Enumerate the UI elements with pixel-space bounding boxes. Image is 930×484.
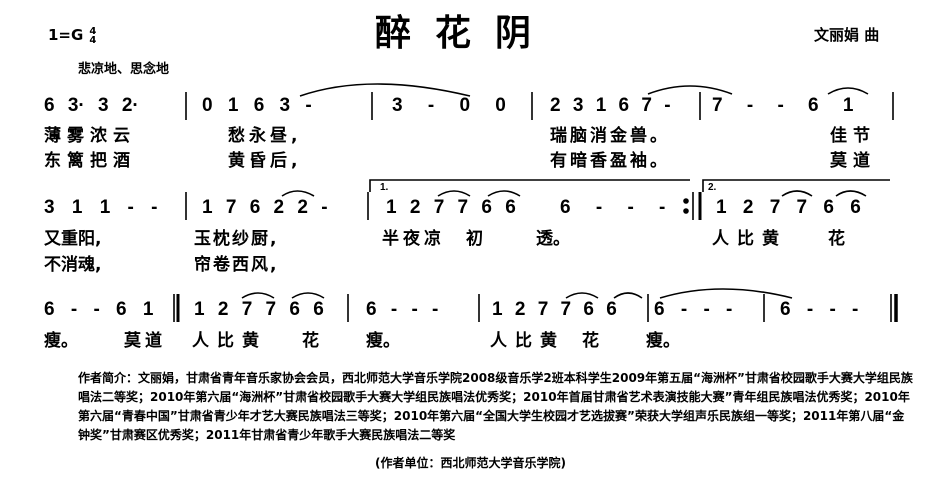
lyric-row2-g: 花 <box>828 229 845 249</box>
svg-text:1.: 1. <box>380 182 389 193</box>
lyric-row2-h: 不消魂, <box>44 255 102 275</box>
measure-9: 6 - - - <box>560 197 666 218</box>
lyric-row2-f: 人比黄 <box>712 229 787 249</box>
lyric-row3-d: 花 <box>302 331 319 351</box>
measure-1: 6 3· 3 2· <box>44 95 139 116</box>
svg-text:2.: 2. <box>708 182 717 193</box>
lyric-row2-i: 帘卷西风, <box>194 255 279 275</box>
key-label: 1=G <box>48 26 84 44</box>
lyric-line1-a: 薄雾浓云 <box>44 126 136 146</box>
lyric-row3-a: 瘦。 <box>44 331 78 351</box>
lyric-line2-a: 东篱把酒 <box>44 151 136 171</box>
lyric-row3-h: 瘦。 <box>646 331 680 351</box>
lyric-row3-f: 人比黄 <box>490 331 565 351</box>
measure-14: 1 2 7 7 6 6 <box>492 299 617 320</box>
lyric-row2-a: 又重阳, <box>44 229 102 249</box>
lyric-line2-c: 有暗香盈袖。 <box>550 151 670 171</box>
measure-4: 2 3 1 6 7 - <box>550 95 671 116</box>
lyric-row3-g: 花 <box>582 331 599 351</box>
measure-2: 0 1 6 3 - <box>202 95 312 116</box>
lyric-line2-d: 莫道 <box>830 151 876 171</box>
lyric-row3-c: 人比黄 <box>192 331 267 351</box>
lyric-line2-b: 黄昏后, <box>228 151 302 171</box>
measure-11: 6 - - 6 1 <box>44 299 154 320</box>
lyric-row2-d: 初 <box>466 229 483 249</box>
lyric-line1-b: 愁永昼, <box>228 126 302 146</box>
measure-6: 3 1 1 - - <box>44 197 158 218</box>
lyric-row2-e: 透。 <box>536 229 570 249</box>
measure-15: 6 - - - <box>654 299 733 320</box>
author-bio: 作者简介：文丽娟，甘肃省青年音乐家协会会员，西北师范大学音乐学院2008级音乐学… <box>78 371 913 442</box>
measure-8: 1 2 7 7 6 6 <box>386 197 516 218</box>
measure-5: 7 - - 6 1 <box>712 95 854 116</box>
tempo-marking: 悲凉地、思念地 <box>78 62 170 77</box>
song-title: 醉花阴 <box>374 12 555 54</box>
lyric-row3-b: 莫道 <box>124 331 166 351</box>
measure-16: 6 - - - <box>780 299 859 320</box>
lyric-row2-b: 玉枕纱厨, <box>194 229 279 249</box>
measure-10: 1 2 7 7 6 6 <box>716 197 861 218</box>
author-unit: (作者单位：西北师范大学音乐学院) <box>375 456 566 470</box>
measure-7: 1 7 6 2 2 - <box>202 197 328 218</box>
measure-13: 6 - - - <box>366 299 439 320</box>
composer-credit: 文丽娟 曲 <box>814 26 880 44</box>
lyric-row3-e: 瘦。 <box>366 331 400 351</box>
lyric-line1-d: 佳节 <box>830 126 876 146</box>
measure-12: 1 2 7 7 6 6 <box>194 299 324 320</box>
measure-3: 3 - 0 0 <box>392 95 506 116</box>
lyric-row2-c: 半夜凉 <box>382 229 445 249</box>
lyric-line1-c: 瑞脑消金兽。 <box>550 126 670 146</box>
